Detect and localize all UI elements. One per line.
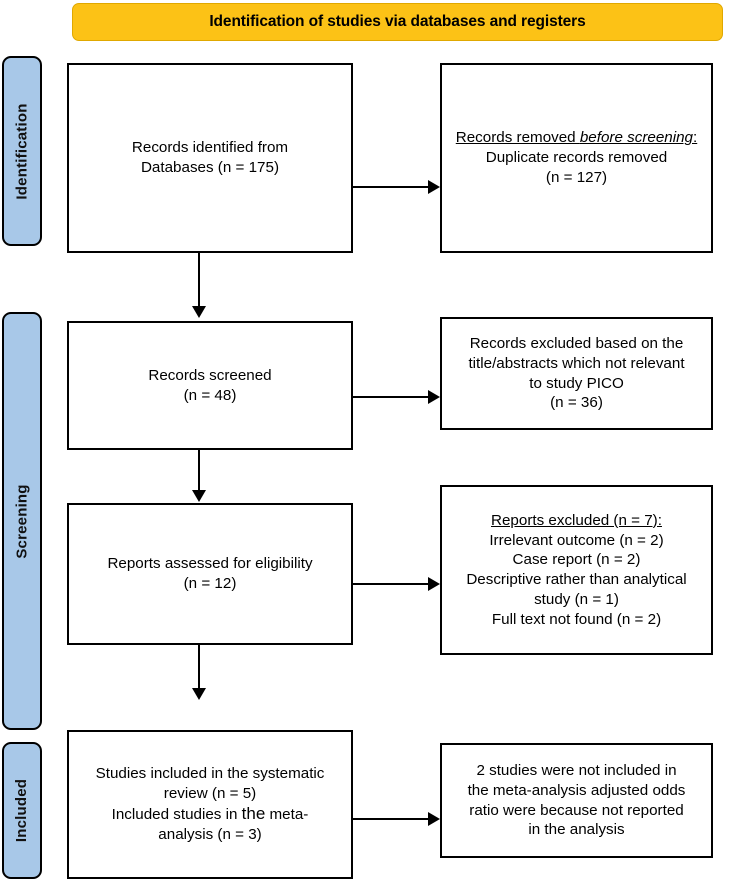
records-excluded-line-3: to study PICO [529,374,624,392]
records-screened-line-2: (n = 48) [183,386,237,404]
connector-screened-to-excluded-arrow-icon [428,390,440,404]
connector-identified-to-screened-line [198,253,201,308]
records-removed-title-emphasis: before screening [579,129,693,147]
reports-excluded-line-2: Case report (n = 2) [512,551,641,569]
stage-rail-included: Included [2,742,42,879]
records-identified-line-1: Records identified from [131,139,289,157]
studies-included-line-3-part-2: the [241,804,266,824]
reports-excluded-line-1: Irrelevant outcome (n = 2) [489,531,664,549]
stage-rail-identification: Identification [2,56,42,246]
box-records-removed: Records removed before screening: Duplic… [440,63,713,253]
connector-screened-to-excluded-line [353,396,429,399]
box-reports-assessed: Reports assessed for eligibility (n = 12… [67,503,353,645]
studies-not-included-line-3: ratio were because not reported [469,801,684,819]
stage-rail-screening: Screening [2,312,42,730]
studies-not-included-line-1: 2 studies were not included in [476,762,677,779]
stage-rail-label-identification: Identification [13,102,31,200]
studies-included-line-1: Studies included in the systematic [95,764,325,782]
box-records-screened: Records screened (n = 48) [67,321,353,450]
records-removed-title-part-1: Records removed [455,129,580,147]
reports-excluded-line-5: Full text not found (n = 2) [491,610,662,628]
box-studies-not-included: 2 studies were not included in the meta-… [440,743,713,858]
connector-assessed-to-included-line [198,645,201,690]
studies-included-line-3-part-1: Included studies in [111,806,242,824]
reports-excluded-title: Reports excluded (n = 7): [491,511,662,529]
records-identified-line-2: Databases (n = 175) [140,159,280,176]
phase-banner-identification: Identification of studies via databases … [72,3,723,41]
connector-assessed-to-reports-excluded-arrow-icon [428,577,440,591]
connector-assessed-to-reports-excluded-line [353,583,429,586]
connector-included-to-not-included-arrow-icon [428,812,440,826]
records-removed-line-1: Duplicate records removed [485,149,668,167]
box-records-excluded: Records excluded based on the title/abst… [440,317,713,430]
records-removed-title: Records removed before screening: [450,128,703,148]
studies-not-included-line-4: in the analysis [528,821,625,839]
stage-rail-label-screening: Screening [13,483,31,559]
records-excluded-line-4: (n = 36) [550,394,603,412]
connector-screened-to-assessed-arrow-icon [192,490,206,502]
records-removed-title-part-3: : [693,129,698,147]
connector-identified-to-removed-line [353,186,429,189]
box-records-identified: Records identified from Databases (n = 1… [67,63,353,253]
box-studies-included: Studies included in the systematic revie… [67,730,353,879]
records-excluded-line-2: title/abstracts which not relevant [468,354,685,372]
box-reports-excluded: Reports excluded (n = 7): Irrelevant out… [440,485,713,655]
studies-not-included-line-2: the meta-analysis adjusted odds [467,781,686,799]
connector-identified-to-removed-arrow-icon [428,180,440,194]
connector-assessed-to-included-arrow-icon [192,688,206,700]
reports-excluded-line-4: study (n = 1) [534,590,619,608]
connector-screened-to-assessed-line [198,450,201,492]
studies-included-line-2: review (n = 5) [163,784,257,802]
records-removed-line-2: (n = 127) [545,168,608,186]
records-excluded-line-1: Records excluded based on the [469,335,684,352]
reports-assessed-line-1: Reports assessed for eligibility [107,555,313,573]
stage-rail-label-included: Included [13,778,31,843]
connector-identified-to-screened-arrow-icon [192,306,206,318]
connector-included-to-not-included-line [353,818,429,821]
reports-assessed-line-2: (n = 12) [183,575,237,592]
records-screened-line-1: Records screened [148,366,272,384]
phase-banner-label: Identification of studies via databases … [209,13,586,30]
studies-included-line-3: Included studies in the meta- [77,803,343,825]
studies-included-line-4: analysis (n = 3) [158,826,262,844]
reports-excluded-line-3: Descriptive rather than analytical [466,571,687,588]
studies-included-line-3-part-3: meta- [265,806,309,824]
